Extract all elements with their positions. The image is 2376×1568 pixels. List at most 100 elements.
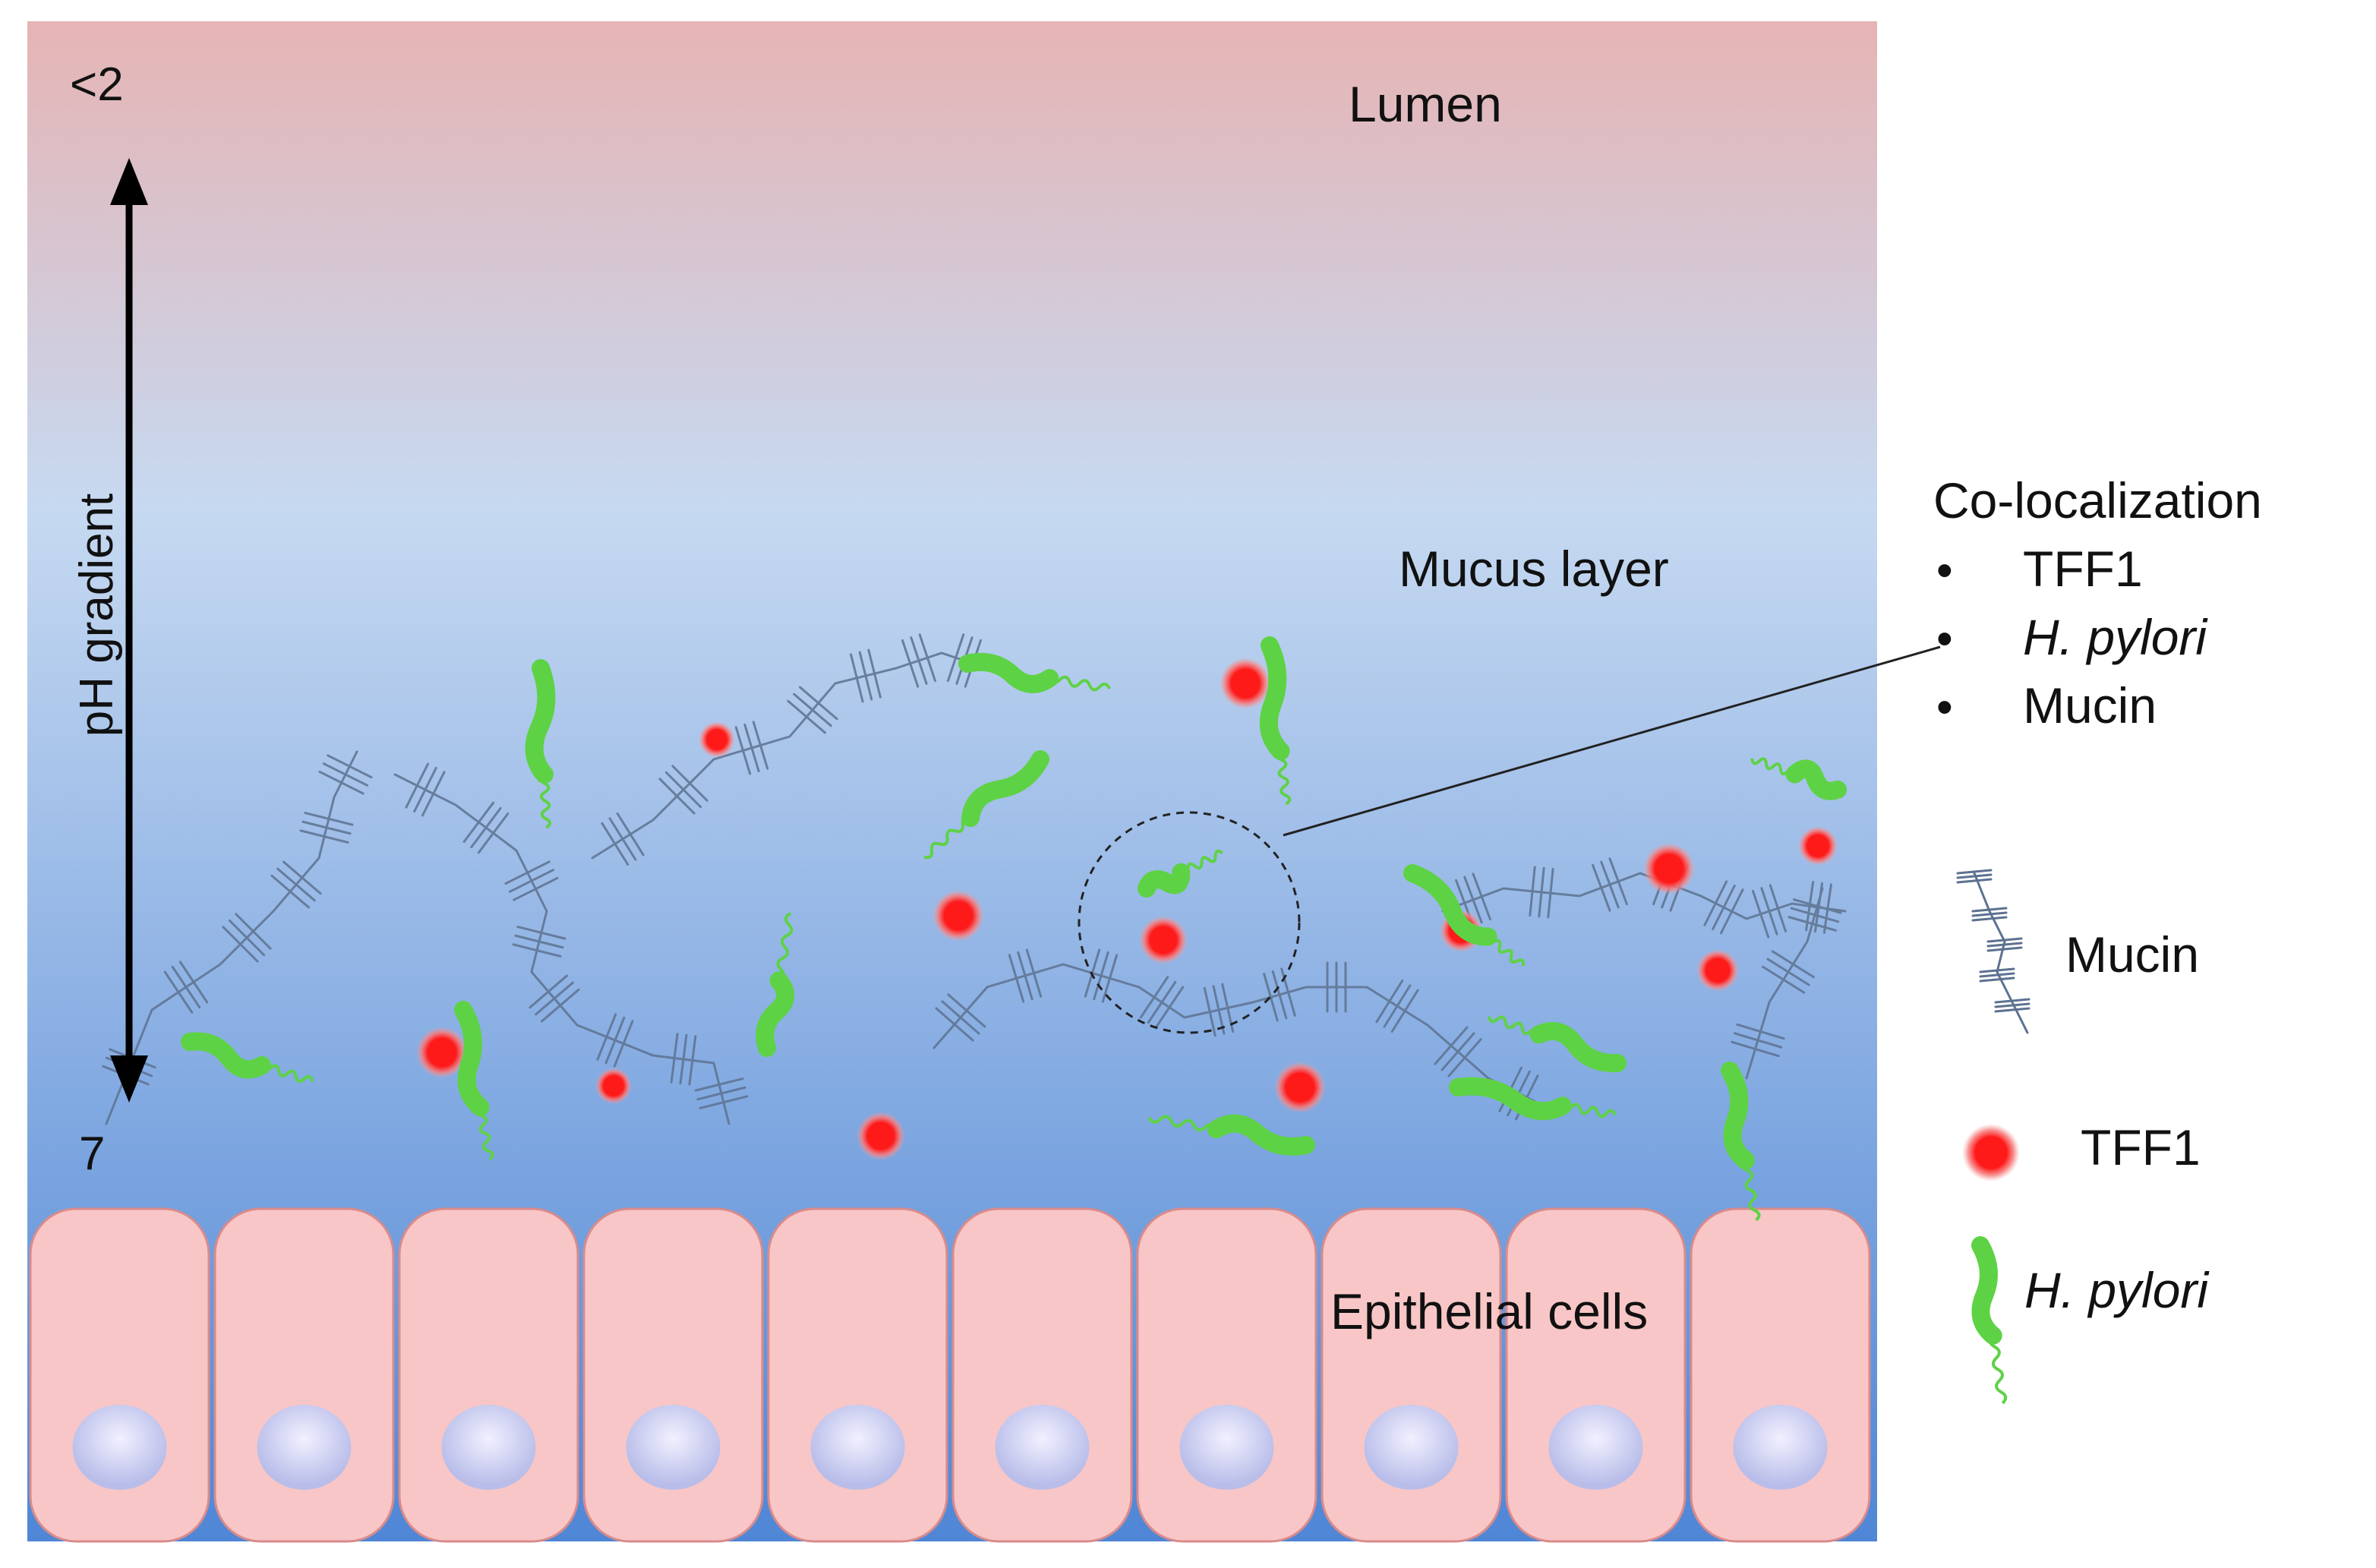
mucin-glycan: [470, 806, 502, 849]
epithelial-cell: [951, 1207, 1133, 1543]
mucin-glycan: [793, 693, 832, 727]
mucin-glycan: [616, 812, 645, 857]
mucin-glycan: [1008, 954, 1025, 1003]
mucus-layer-label: Mucus layer: [1399, 541, 1669, 597]
mucin-glycan: [901, 639, 920, 688]
hpylori-bacterium: [1403, 864, 1526, 967]
mucin-glycan: [1025, 948, 1043, 998]
mucin-glycan: [601, 822, 629, 866]
mucin-glycan: [1971, 911, 2008, 917]
mucin-glycan: [512, 943, 562, 958]
hpylori-bacterium: [756, 911, 795, 1057]
cell-nucleus: [72, 1405, 167, 1490]
colocalization-item-tff1: TFF1: [2023, 541, 2143, 597]
mucin-glycan: [541, 988, 580, 1023]
lumen-label: Lumen: [1349, 76, 1502, 132]
epithelial-cell: [213, 1207, 395, 1543]
mucin-glycan: [322, 762, 369, 787]
mucin-glycan: [178, 961, 209, 1004]
mucin-glycan: [276, 867, 316, 902]
mucin-glycan: [1788, 916, 1837, 932]
epithelial-cell: [398, 1207, 579, 1543]
hpylori-bacterium: [525, 659, 556, 829]
mucin-glycan: [477, 812, 510, 854]
ph-top-value: <2: [70, 58, 124, 111]
mucin-glycan: [421, 771, 446, 817]
hpylori-bacterium: [1750, 757, 1847, 800]
mucin-glycan: [301, 820, 352, 835]
mucin-glycan: [1390, 989, 1419, 1033]
mucin-glycan: [947, 993, 986, 1028]
colocalization-bullet: •: [1936, 613, 1953, 665]
epithelial-cell: [29, 1207, 210, 1543]
hpylori-bacterium: [923, 750, 1049, 860]
mucin-glycan: [688, 1035, 697, 1086]
mucin-glycan: [1793, 898, 1842, 914]
mucin-glycan: [462, 801, 495, 843]
mucin-glycan: [222, 926, 259, 963]
legend-hpylori-icon: [1971, 1236, 2008, 1405]
tff1-dot: [1274, 1062, 1326, 1113]
mucin-glycan: [1994, 1002, 2030, 1008]
mucin-glycan: [1147, 980, 1177, 1024]
legend-mucin-icon: [1956, 869, 2030, 1034]
mucin-glycan: [513, 876, 559, 901]
mucin-glycan: [1751, 889, 1770, 939]
mucin-glycan: [1736, 1023, 1785, 1040]
hpylori-bacterium: [1971, 1236, 2008, 1405]
epithelial-cell: [1321, 1207, 1502, 1543]
hpylori-bacteria: [181, 636, 1847, 1222]
mucin-glycan: [752, 721, 769, 770]
hpylori-bacterium: [181, 1032, 314, 1084]
mucin-glycan: [850, 653, 864, 703]
mucin-glycan: [664, 771, 702, 809]
mucin-glycan: [514, 934, 564, 949]
mucin-glycan: [658, 778, 696, 815]
mucin-glycan: [696, 1086, 746, 1101]
mucin-glycan: [299, 829, 349, 844]
mucin-glycan: [504, 860, 551, 885]
mucin-glycan: [1440, 1032, 1475, 1071]
epithelial-cell: [582, 1207, 764, 1543]
hpylori-bacterium: [958, 652, 1111, 693]
mucin-glycan: [1731, 1040, 1780, 1058]
mucin-glycan: [1719, 888, 1744, 935]
mucin-strand: [1973, 872, 2029, 1034]
epithelial-cell-layer: [29, 1207, 1871, 1543]
legend-hpylori-label: H. pylori: [2024, 1262, 2210, 1318]
mucin-glycan: [867, 648, 882, 699]
mucin-glycan: [1154, 986, 1185, 1029]
mucin-glycan: [596, 1013, 617, 1061]
tff1-dot: [699, 721, 735, 758]
colocalization-bullet: •: [1936, 544, 1953, 597]
mucin-glycan: [171, 965, 201, 1009]
tff1-dot: [1798, 826, 1838, 866]
cell-nucleus: [441, 1405, 536, 1490]
mucin-glycan: [1093, 951, 1109, 1001]
cell-nucleus: [257, 1405, 352, 1490]
mucin-glycan: [1600, 860, 1620, 909]
legend-mucin-label: Mucin: [2065, 926, 2199, 983]
mucin-glycan: [235, 913, 272, 950]
mucin-glycan: [1203, 986, 1216, 1037]
hpylori-bacterium: [1147, 1114, 1315, 1156]
mucin-glycan: [694, 1077, 744, 1092]
hpylori-bacterium: [454, 1001, 494, 1161]
mucin-glycan: [318, 770, 364, 795]
mucin-glycan: [946, 633, 965, 683]
epithelial-cells-label: Epithelial cells: [1330, 1283, 1648, 1339]
mucin-glycan: [1733, 1032, 1783, 1049]
cell-nucleus: [1733, 1405, 1828, 1490]
mucin-strand: [105, 750, 358, 1125]
hpylori-bacterium: [1487, 1015, 1627, 1073]
hpylori-bacterium: [1721, 1062, 1761, 1222]
mucin-glycan: [1790, 907, 1840, 923]
mucin-glycan: [1212, 985, 1226, 1035]
mucin-glycan: [918, 633, 937, 683]
mucin-glycan: [1979, 967, 2015, 973]
tff1-dot: [416, 1027, 468, 1078]
cell-nucleus: [810, 1405, 905, 1490]
mucin-glycan: [1956, 869, 1993, 875]
mucin-glycan: [935, 1007, 974, 1042]
legend: Mucin TFF1 H. pylori: [1956, 869, 2210, 1405]
